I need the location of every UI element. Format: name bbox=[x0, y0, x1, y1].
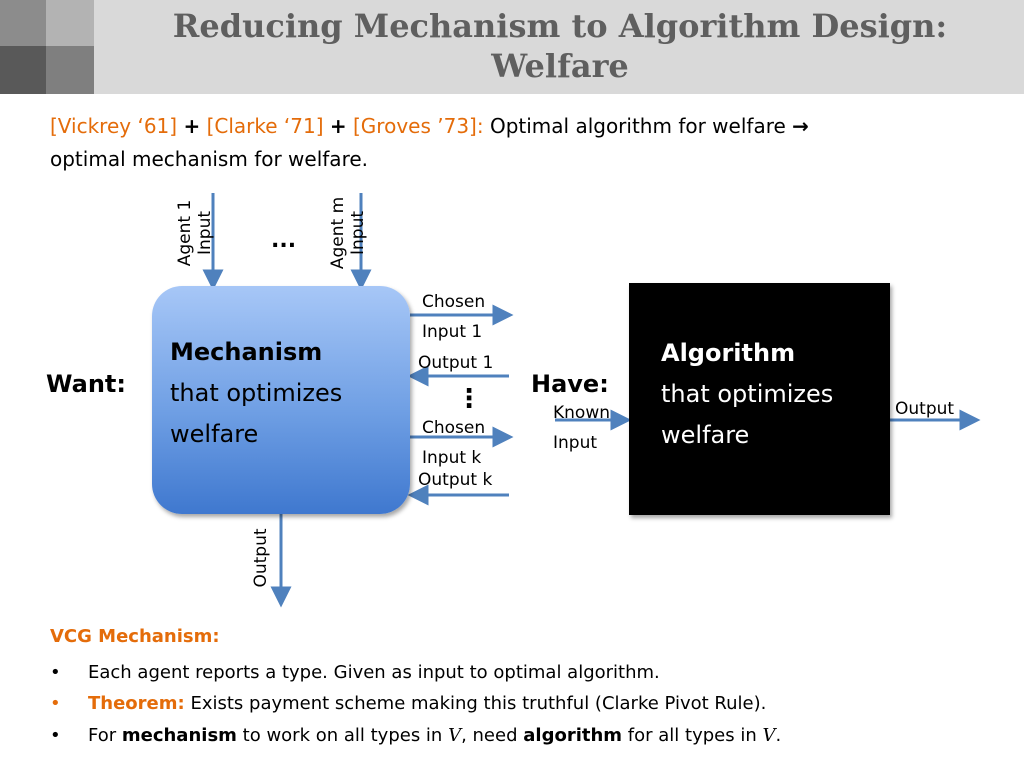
theorem-text: Exists payment scheme making this truthf… bbox=[190, 693, 767, 714]
vcg-bullet-1-text: Each agent reports a type. Given as inpu… bbox=[88, 662, 660, 683]
algorithm-text: Algorithm that optimizes welfare bbox=[661, 333, 833, 456]
vcg-bullet-3-text: For mechanism to work on all types in V,… bbox=[88, 725, 781, 746]
vcg-bullet-2-text: Theorem: Exists payment scheme making th… bbox=[88, 693, 766, 714]
chosen-input-k-line-2: Input k bbox=[422, 448, 482, 468]
intro-text-1: Optimal algorithm for welfare bbox=[489, 114, 786, 138]
algorithm-box: Algorithm that optimizes welfare bbox=[629, 283, 890, 515]
agent-m-input-label: Agent m Input bbox=[328, 190, 370, 276]
known-input-line-1: Known bbox=[553, 403, 611, 423]
plus-sign: + bbox=[183, 114, 201, 138]
b3-algorithm: algorithm bbox=[523, 725, 623, 746]
right-arrow-icon: → bbox=[792, 114, 809, 138]
algorithm-output-label: Output bbox=[895, 399, 955, 419]
agent-m-input-text: Input bbox=[348, 210, 368, 256]
chosen-input-1-label: Chosen Input 1 bbox=[422, 287, 485, 347]
slide-title-line-2: Welfare bbox=[491, 47, 629, 85]
intro-paragraph: [Vickrey ‘61] + [Clarke ‘71] + [Groves ’… bbox=[50, 110, 980, 176]
mechanism-title: Mechanism bbox=[170, 338, 323, 366]
citation-vickrey: [Vickrey ‘61] bbox=[50, 114, 178, 138]
vcg-heading: VCG Mechanism: bbox=[50, 626, 220, 647]
output-1-label: Output 1 bbox=[418, 353, 494, 373]
decor-square-1 bbox=[0, 0, 46, 46]
b3-for-all: for all types in bbox=[627, 725, 757, 746]
mechanism-output-label: Output bbox=[251, 528, 271, 588]
want-label: Want: bbox=[46, 370, 126, 398]
intro-text-2: optimal mechanism for welfare. bbox=[50, 147, 369, 171]
b3-need: , need bbox=[461, 725, 518, 746]
algorithm-line-3: welfare bbox=[661, 421, 750, 449]
b3-to-work: to work on all types in bbox=[242, 725, 443, 746]
b3-for: For bbox=[88, 725, 117, 746]
chosen-input-1-line-1: Chosen bbox=[422, 292, 486, 312]
agents-ellipsis: ... bbox=[271, 228, 297, 253]
mechanism-line-2: that optimizes bbox=[170, 379, 343, 407]
have-label: Have: bbox=[531, 370, 609, 398]
b3-mechanism: mechanism bbox=[121, 725, 237, 746]
algorithm-title: Algorithm bbox=[661, 339, 796, 367]
bullet-icon: • bbox=[50, 725, 61, 746]
theorem-label: Theorem: bbox=[88, 693, 185, 714]
title-bar bbox=[0, 0, 1024, 94]
citation-clarke: [Clarke ‘71] bbox=[206, 114, 324, 138]
bullet-icon: • bbox=[50, 693, 61, 714]
known-input-line-2: Input bbox=[553, 433, 598, 453]
known-input-label: Known Input bbox=[553, 398, 610, 458]
b3-period: . bbox=[775, 725, 782, 746]
slide-title: Reducing Mechanism to Algorithm Design: … bbox=[96, 6, 1024, 86]
decor-square-2 bbox=[46, 0, 94, 46]
agent-1-input-text: Input bbox=[195, 210, 215, 256]
chosen-input-1-line-2: Input 1 bbox=[422, 322, 483, 342]
chosen-input-k-label: Chosen Input k bbox=[422, 413, 485, 473]
agent-m-label: Agent m bbox=[328, 196, 348, 270]
mechanism-text: Mechanism that optimizes welfare bbox=[170, 332, 342, 455]
slide-title-line-1: Reducing Mechanism to Algorithm Design: bbox=[172, 7, 948, 45]
decor-square-4 bbox=[46, 46, 94, 94]
plus-sign: + bbox=[329, 114, 347, 138]
bullet-icon: • bbox=[50, 662, 61, 683]
decor-square-3 bbox=[0, 46, 46, 94]
b3-type-set-v: V bbox=[448, 725, 462, 746]
chosen-input-k-line-1: Chosen bbox=[422, 418, 486, 438]
mechanism-line-3: welfare bbox=[170, 420, 259, 448]
vertical-ellipsis: ⋮ bbox=[456, 384, 482, 414]
agent-1-label: Agent 1 bbox=[175, 199, 195, 267]
b3-type-set-v: V bbox=[762, 725, 776, 746]
citation-groves: [Groves ’73]: bbox=[353, 114, 484, 138]
algorithm-line-2: that optimizes bbox=[661, 380, 834, 408]
mechanism-box: Mechanism that optimizes welfare bbox=[152, 286, 410, 514]
output-k-label: Output k bbox=[418, 470, 493, 490]
agent-1-input-label: Agent 1 Input bbox=[175, 193, 217, 273]
